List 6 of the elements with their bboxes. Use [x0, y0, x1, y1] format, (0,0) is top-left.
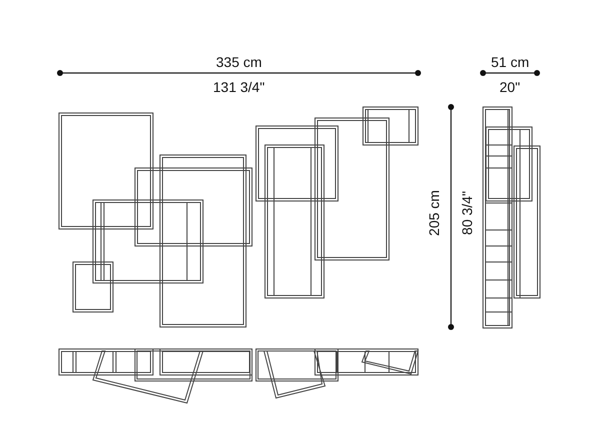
dimension-label: 20": [500, 79, 520, 95]
dimension-label: 51 cm: [491, 54, 530, 70]
dimension-label: 335 cm: [216, 54, 262, 70]
dimension-label: 131 3/4": [213, 79, 265, 95]
dimension-label: 205 cm: [426, 190, 442, 236]
dimension-label: 80 3/4": [458, 191, 475, 235]
